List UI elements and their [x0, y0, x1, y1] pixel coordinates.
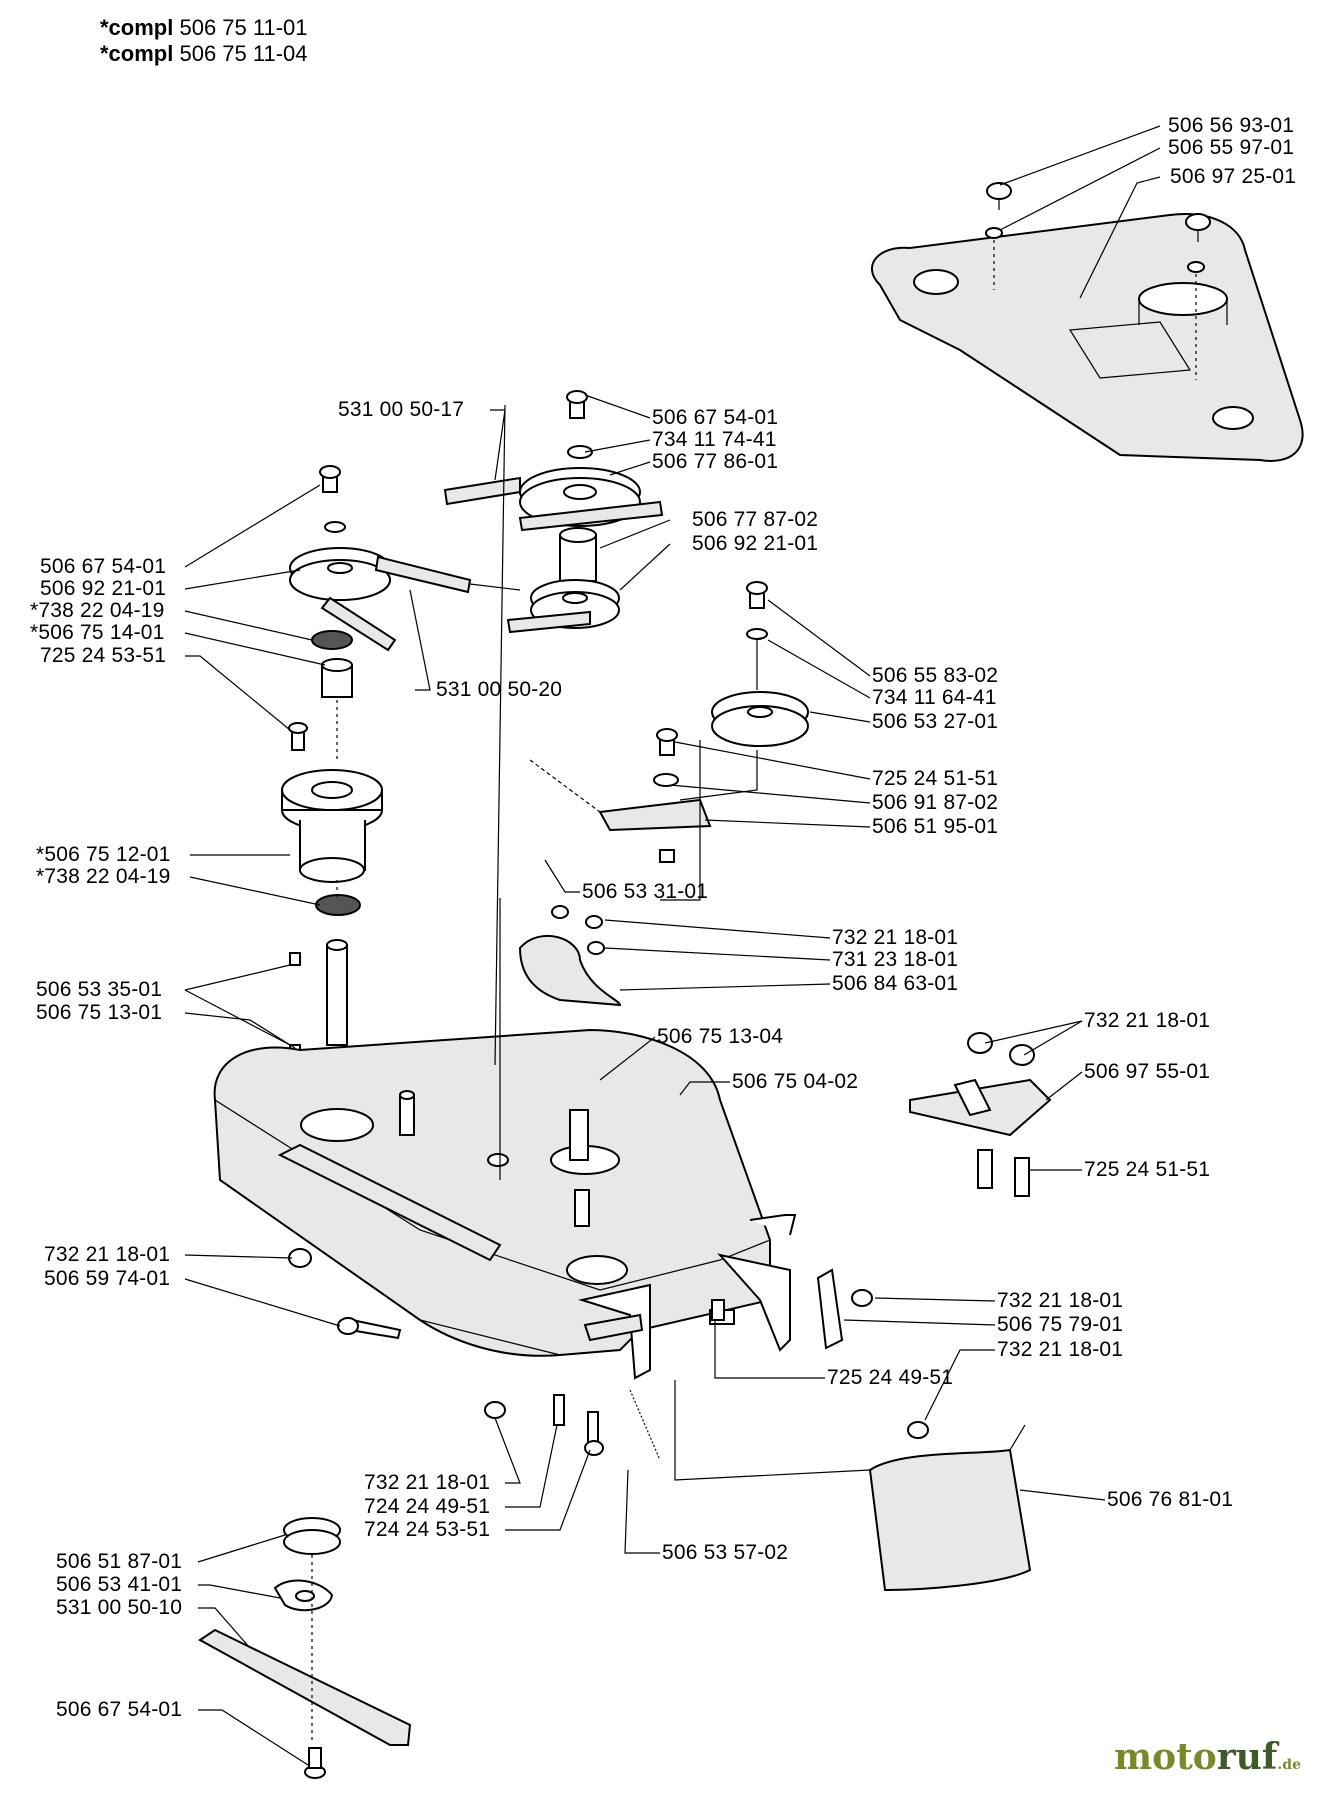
belt-cover-plate	[870, 213, 1304, 462]
part-label: 732 21 18-01	[44, 1243, 171, 1266]
compl-prefix: *compl	[100, 41, 174, 66]
part-label: 506 91 87-02	[872, 791, 999, 814]
part-label: 506 97 25-01	[1170, 165, 1297, 188]
part-label: 725 24 49-51	[827, 1366, 954, 1389]
header-line-2: *compl 506 75 11-04	[100, 42, 308, 66]
deck-spindle-hole	[566, 1255, 628, 1285]
part-label: 734 11 64-41	[872, 686, 997, 709]
watermark-part-3: .de	[1277, 1757, 1301, 1773]
part-label: 506 92 21-01	[40, 577, 167, 600]
part-label: 732 21 18-01	[1084, 1009, 1211, 1032]
part-label: 506 75 79-01	[997, 1313, 1124, 1336]
center-pulley-group	[443, 390, 664, 634]
side-plate-group	[711, 1268, 873, 1350]
part-label: 732 21 18-01	[364, 1471, 491, 1494]
part-label: 506 55 97-01	[1168, 136, 1295, 159]
part-label: 734 11 74-41	[652, 428, 777, 451]
spindle-housing-group	[281, 700, 383, 1110]
part-label: 506 84 63-01	[832, 972, 959, 995]
motoruf-watermark-logo: motoruf.de	[1114, 1736, 1301, 1778]
cutter-deck	[213, 1028, 797, 1380]
part-label: 506 53 57-02	[662, 1541, 789, 1564]
part-label: 506 53 41-01	[56, 1573, 183, 1596]
header-line-1: *compl 506 75 11-01	[100, 16, 308, 40]
part-label: 725 24 51-51	[1084, 1158, 1211, 1181]
part-label: 732 21 18-01	[997, 1338, 1124, 1361]
height-bracket-group	[909, 1032, 1052, 1197]
part-label: 531 00 50-20	[436, 678, 563, 701]
cover-boss	[1212, 406, 1254, 430]
part-label: 506 53 31-01	[582, 880, 709, 903]
part-label: 531 00 50-10	[56, 1596, 183, 1619]
part-label: 506 76 81-01	[1107, 1488, 1234, 1511]
part-label: 725 24 51-51	[872, 767, 999, 790]
part-label: *738 22 04-19	[30, 599, 165, 622]
compl-prefix: *compl	[100, 15, 174, 40]
part-label: 506 53 27-01	[872, 710, 999, 733]
part-label: 506 59 74-01	[44, 1267, 171, 1290]
grass-deflector-group	[868, 1421, 1032, 1592]
part-label: 506 75 13-04	[657, 1025, 784, 1048]
cover-boss	[913, 269, 959, 295]
watermark-part-1: moto	[1114, 1736, 1217, 1778]
part-label: 506 75 13-01	[36, 1001, 163, 1024]
part-label: 506 97 55-01	[1084, 1060, 1211, 1083]
part-label: 724 24 49-51	[364, 1495, 491, 1518]
part-label: 724 24 53-51	[364, 1518, 491, 1541]
part-label: 506 92 21-01	[692, 532, 819, 555]
part-label: 506 53 35-01	[36, 978, 163, 1001]
part-label: 732 21 18-01	[832, 926, 959, 949]
part-label: 531 00 50-17	[338, 398, 465, 421]
part-label: 506 77 87-02	[692, 508, 819, 531]
tension-arm-group	[529, 728, 758, 863]
part-label: 506 67 54-01	[40, 555, 167, 578]
idler-pulley-group	[711, 581, 809, 747]
part-label: 506 55 83-02	[872, 664, 999, 687]
part-label: 506 67 54-01	[652, 406, 779, 429]
deck-spindle-hole	[300, 1108, 374, 1142]
part-label: 506 56 93-01	[1168, 114, 1295, 137]
part-label: 506 51 87-01	[56, 1550, 183, 1573]
blade-group	[198, 1517, 412, 1779]
left-pulley-group	[289, 465, 521, 698]
part-label: 506 75 04-02	[732, 1070, 859, 1093]
part-label: *506 75 14-01	[30, 621, 165, 644]
part-label: 506 51 95-01	[872, 815, 999, 838]
cover-screws	[985, 182, 1211, 380]
part-label: 506 77 86-01	[652, 450, 779, 473]
watermark-part-2: ruf	[1216, 1736, 1278, 1778]
part-label: 731 23 18-01	[832, 948, 959, 971]
assembly-number: 506 75 11-01	[179, 15, 308, 40]
part-label: *506 75 12-01	[36, 843, 171, 866]
part-label: 725 24 53-51	[40, 644, 167, 667]
bracket-segment-group	[518, 905, 622, 1007]
part-label: 506 67 54-01	[56, 1698, 183, 1721]
part-label: 732 21 18-01	[997, 1289, 1124, 1312]
part-label: *738 22 04-19	[36, 865, 171, 888]
cover-collar	[1138, 282, 1228, 316]
assembly-number: 506 75 11-04	[179, 41, 308, 66]
leader-lines	[184, 125, 1161, 1766]
